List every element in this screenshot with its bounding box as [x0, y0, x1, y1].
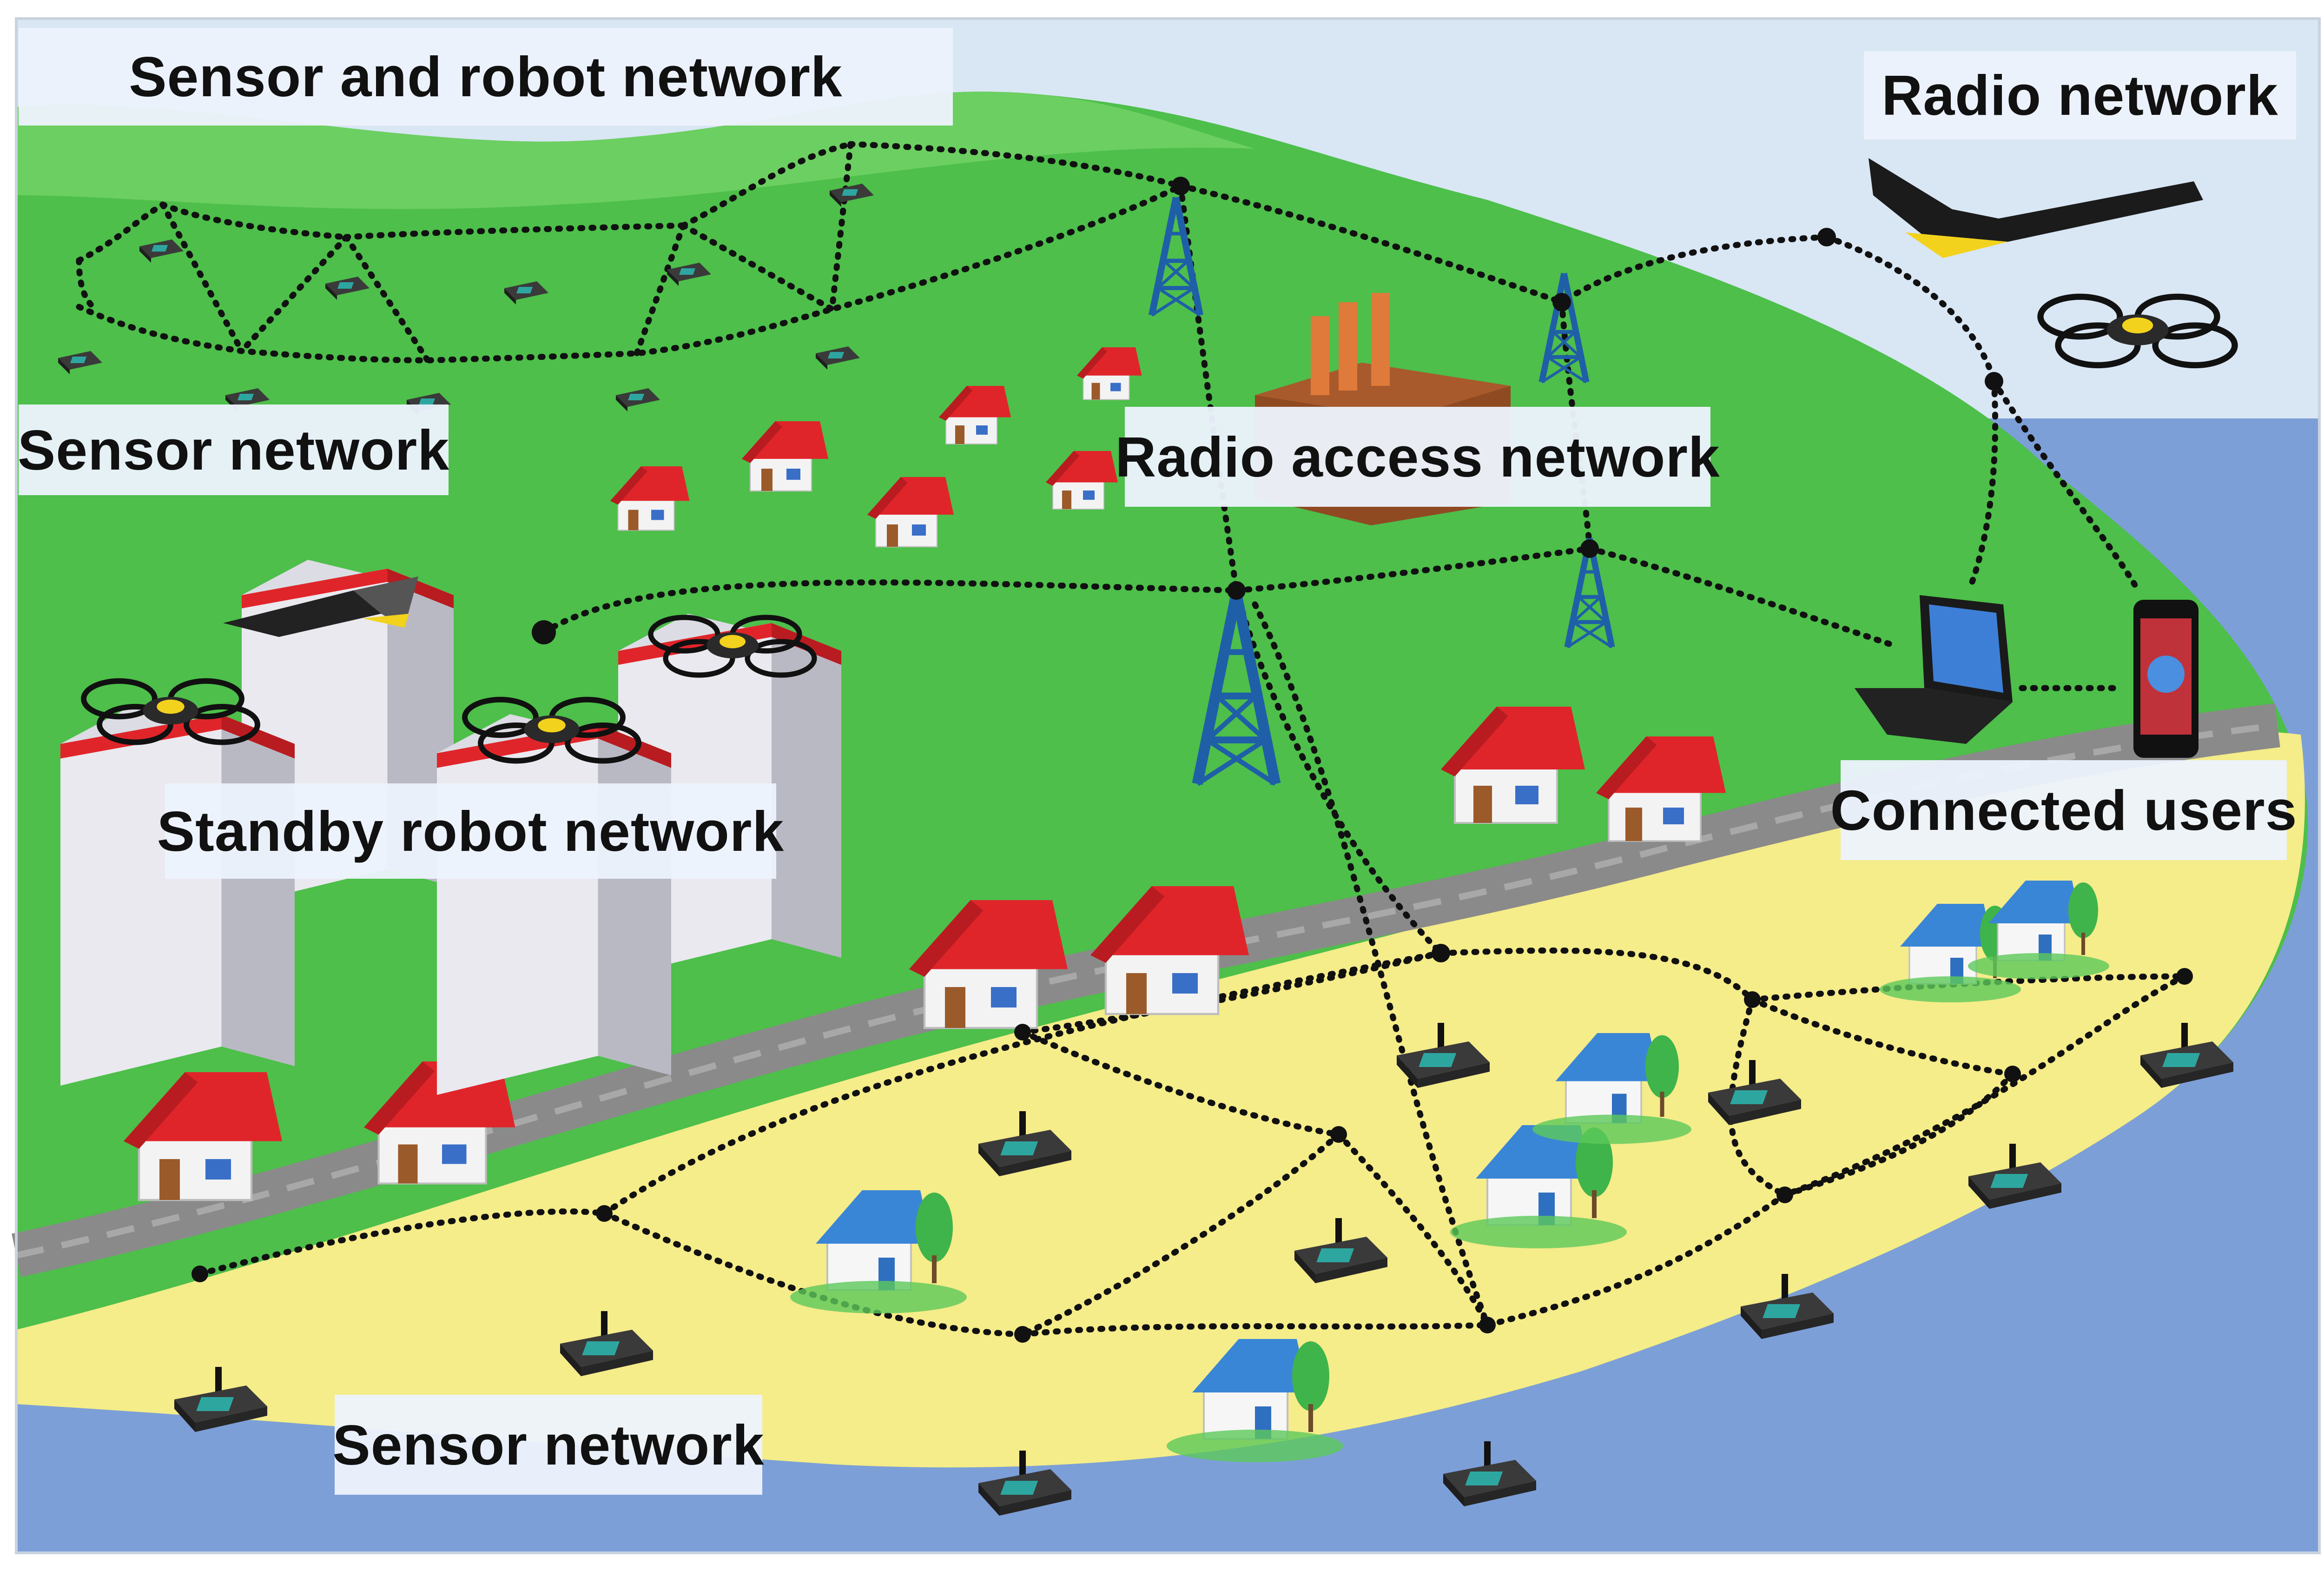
- bottom-mesh-links: [197, 587, 2188, 1338]
- radio-links: [541, 234, 2141, 691]
- drone-icon: [1868, 158, 2203, 258]
- sensor-and-robot-network-label: Sensor and robot network: [19, 28, 953, 126]
- beach: [16, 730, 2305, 1468]
- connected-users-label: Connected users: [1830, 760, 2297, 860]
- laptop-icon: [1855, 595, 2013, 744]
- link-nodes: [191, 177, 2193, 1343]
- smartphone-icon: [2133, 600, 2199, 758]
- sensor-network-label-top: Sensor network: [18, 404, 449, 495]
- standby-robot-network-label: Standby robot network: [157, 783, 784, 879]
- drone-icon: [223, 577, 418, 637]
- radio-access-network-label: Radio access network: [1115, 407, 1720, 507]
- sensor-network-label-bottom: Sensor network: [332, 1395, 764, 1495]
- radio-network-label: Radio network: [1864, 51, 2296, 139]
- top-mesh-links: [76, 141, 1593, 594]
